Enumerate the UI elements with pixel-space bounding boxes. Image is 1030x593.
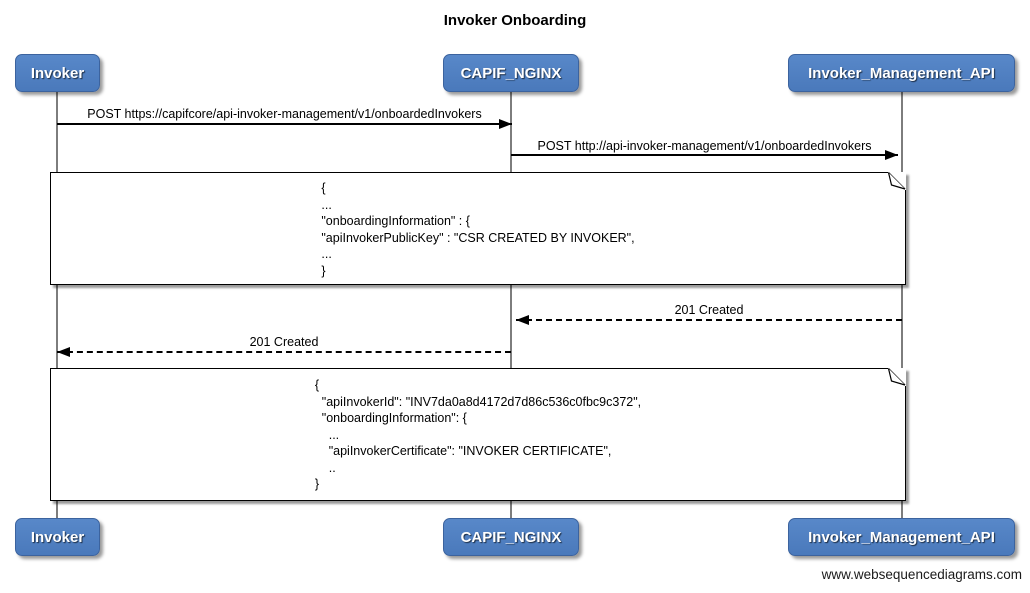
message-label-201-created-ima: 201 Created bbox=[674, 303, 744, 317]
note-line: ... bbox=[321, 197, 332, 212]
actor-invoker-management-api-bottom: Invoker_Management_API bbox=[788, 518, 1015, 556]
message-line-1 bbox=[57, 123, 512, 125]
note-line: } bbox=[314, 477, 320, 491]
message-label-post-onboarded-invokers-http: POST http://api-invoker-management/v1/on… bbox=[537, 139, 872, 153]
arrowhead-left-icon bbox=[57, 347, 70, 357]
actor-invoker-top: Invoker bbox=[15, 54, 100, 92]
actor-capif-nginx-bottom: CAPIF_NGINX bbox=[443, 518, 579, 556]
arrowhead-right-icon bbox=[499, 119, 512, 129]
note-request-json-body: { ... "onboardingInformation" : { "apiIn… bbox=[321, 180, 634, 279]
diagram-title: Invoker Onboarding bbox=[443, 12, 587, 29]
message-line-2 bbox=[511, 154, 898, 156]
message-line-3 bbox=[516, 319, 902, 321]
message-line-4 bbox=[57, 351, 511, 353]
note-line: { bbox=[321, 181, 326, 195]
arrowhead-right-icon bbox=[885, 150, 898, 160]
note-response-json: { "apiInvokerId": "INV7da0a8d4172d7d86c5… bbox=[50, 368, 906, 501]
note-fold-corner-icon bbox=[887, 368, 906, 386]
note-fold-corner-icon bbox=[887, 172, 906, 190]
actor-invoker-bottom: Invoker bbox=[15, 518, 100, 556]
lifeline-capif-nginx bbox=[510, 92, 512, 518]
arrowhead-left-icon bbox=[516, 315, 529, 325]
note-line: "onboardingInformation": { bbox=[314, 411, 467, 425]
note-line: { bbox=[314, 378, 320, 392]
note-line: "apiInvokerId": "INV7da0a8d4172d7d86c536… bbox=[314, 394, 642, 409]
lifeline-invoker bbox=[56, 92, 58, 518]
note-request-json: { ... "onboardingInformation" : { "apiIn… bbox=[50, 172, 906, 285]
actor-capif-nginx-top: CAPIF_NGINX bbox=[443, 54, 579, 92]
note-line: "apiInvokerCertificate": "INVOKER CERTIF… bbox=[314, 444, 612, 458]
note-line: ... bbox=[321, 247, 332, 261]
actor-invoker-management-api-top: Invoker_Management_API bbox=[788, 54, 1015, 92]
note-line: .. bbox=[314, 460, 336, 475]
note-response-json-body: { "apiInvokerId": "INV7da0a8d4172d7d86c5… bbox=[315, 377, 641, 493]
note-line: "apiInvokerPublicKey" : "CSR CREATED BY … bbox=[321, 230, 635, 245]
note-line: } bbox=[321, 263, 326, 278]
note-line: ... bbox=[314, 427, 340, 442]
message-label-201-created-capif: 201 Created bbox=[249, 335, 319, 349]
message-label-post-onboarded-invokers-https: POST https://capifcore/api-invoker-manag… bbox=[87, 107, 482, 121]
lifeline-invoker-management-api bbox=[901, 92, 903, 518]
watermark: www.websequencediagrams.com bbox=[821, 567, 1022, 582]
note-line: "onboardingInformation" : { bbox=[321, 214, 470, 228]
